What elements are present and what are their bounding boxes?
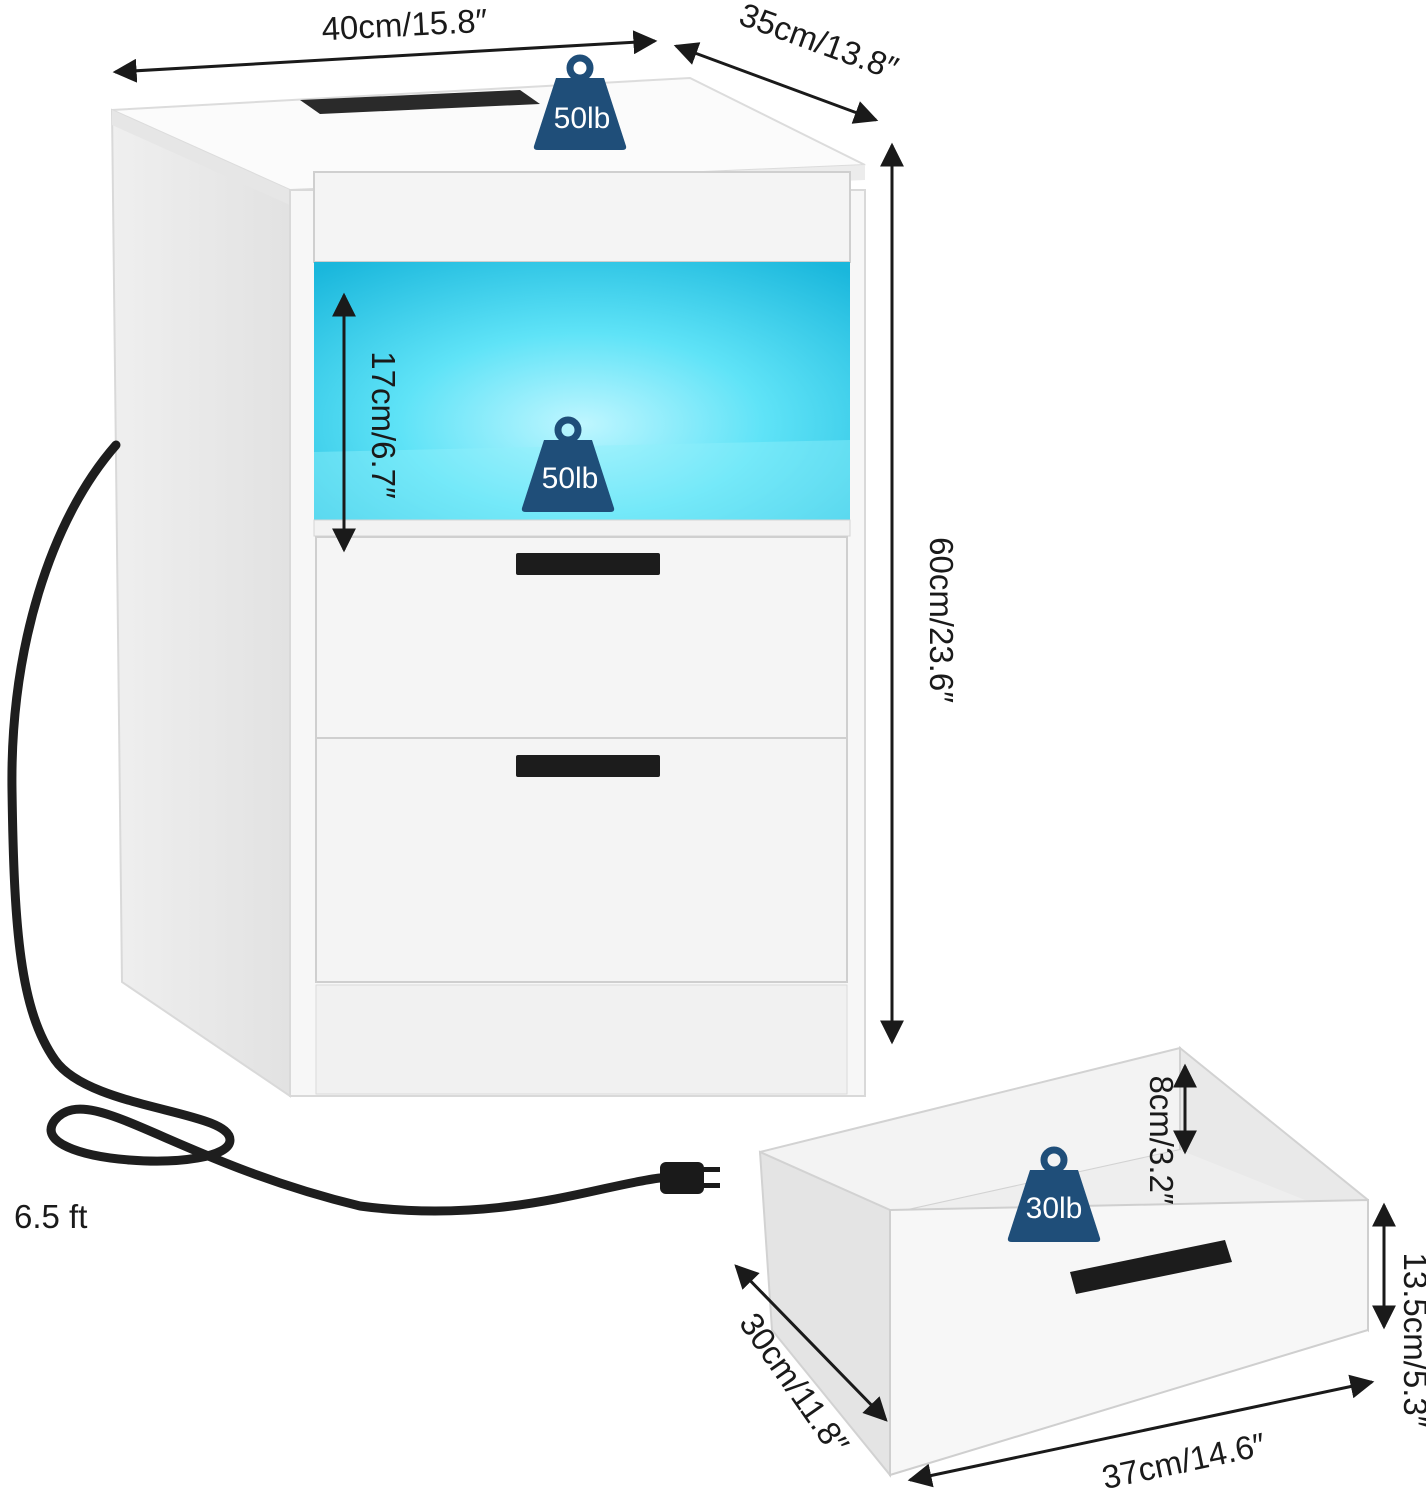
drawer-inner-height-label: 8cm/3.2″	[1143, 1075, 1180, 1204]
power-strip-icon	[300, 90, 540, 114]
top-weight-label: 50lb	[554, 102, 611, 135]
depth-dimension-line	[673, 42, 879, 124]
nightstand-base	[315, 984, 848, 1095]
drawer-depth-line	[734, 1264, 888, 1422]
open-drawer	[758, 1045, 1369, 1478]
shelf-weight-badge: 50lb	[521, 416, 615, 512]
drawer-outer-height-label: 13.5cm/5.3″	[1397, 1253, 1426, 1428]
height-label: 60cm/23.6″	[923, 537, 960, 703]
cord-length-label: 6.5 ft	[14, 1198, 87, 1235]
nightstand-side-panel	[110, 108, 291, 1098]
weight-icon	[521, 416, 615, 512]
top-drawer	[313, 171, 851, 263]
drawer-width-line	[907, 1374, 1375, 1488]
bottom-drawer	[315, 737, 848, 983]
middle-drawer-handle	[516, 553, 660, 575]
shelf-height-label: 17cm/6.7″	[365, 351, 402, 499]
open-drawer-handle	[1070, 1240, 1232, 1294]
power-cord-line	[7, 440, 665, 1216]
nightstand-top-edge	[112, 110, 290, 205]
width-label: 40cm/15.8″	[321, 2, 489, 48]
drawer-weight-label: 30lb	[1026, 1192, 1083, 1225]
shelf-lip	[313, 519, 851, 537]
power-cord	[7, 440, 720, 1216]
top-weight-badge: 50lb	[533, 54, 627, 150]
dimension-lines	[112, 30, 1396, 1488]
depth-label: 35cm/13.8″	[735, 0, 904, 87]
weight-icon	[1007, 1146, 1101, 1242]
weight-icon	[533, 54, 627, 150]
width-dimension-line	[112, 30, 658, 83]
shelf-weight-label: 50lb	[542, 462, 599, 495]
power-plug-icon	[660, 1162, 720, 1194]
bottom-drawer-handle	[516, 755, 660, 777]
drawer-weight-badge: 30lb	[1007, 1146, 1101, 1242]
nightstand	[110, 76, 866, 1098]
